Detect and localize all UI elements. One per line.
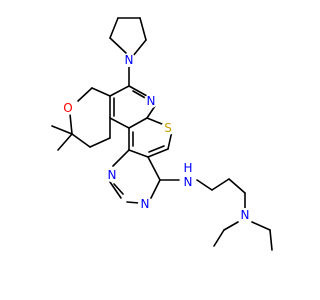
bond xyxy=(148,145,165,153)
bond xyxy=(51,125,73,135)
bond xyxy=(109,17,119,39)
bond xyxy=(126,201,140,204)
atom-n-amine: N xyxy=(184,175,193,189)
atom-n-pyrrolidine: N xyxy=(125,53,134,67)
atom-labels: N O N S N N H N N xyxy=(61,53,252,222)
atom-n-pyrimidine-3: N xyxy=(141,197,150,211)
bond xyxy=(213,229,225,247)
bond xyxy=(109,85,130,97)
atom-h-amine: H xyxy=(183,161,192,175)
bond xyxy=(57,133,73,151)
bond xyxy=(146,105,156,119)
bond xyxy=(150,179,161,199)
bond xyxy=(128,117,148,129)
molecule-structure-diagram: N O N S N N H N N xyxy=(51,17,273,251)
bond xyxy=(211,178,230,191)
bond xyxy=(128,149,149,158)
bond xyxy=(147,156,161,181)
bond xyxy=(139,17,147,41)
bond xyxy=(109,37,127,54)
bond xyxy=(228,178,246,194)
bonds xyxy=(51,17,273,251)
bond xyxy=(91,87,111,97)
bond xyxy=(128,85,148,97)
bond xyxy=(147,148,169,158)
bond xyxy=(132,90,148,100)
bond xyxy=(69,113,73,135)
atom-s-thiophene: S xyxy=(164,121,172,135)
bond xyxy=(146,117,163,125)
bond xyxy=(77,87,93,102)
bond xyxy=(89,137,111,148)
atom-n-pyrimidine-1: N xyxy=(108,168,117,182)
bond xyxy=(251,221,271,231)
bond xyxy=(113,183,124,195)
atom-n-diethyl: N xyxy=(241,208,250,222)
atom-n-pyridine: N xyxy=(147,94,156,108)
bond xyxy=(269,229,273,251)
bond xyxy=(71,133,91,148)
bond xyxy=(109,181,122,199)
bond xyxy=(223,221,239,231)
bond xyxy=(132,39,147,57)
bond xyxy=(109,117,130,129)
bond xyxy=(196,179,213,191)
atom-o-pyran: O xyxy=(63,101,72,115)
bond xyxy=(112,149,130,167)
